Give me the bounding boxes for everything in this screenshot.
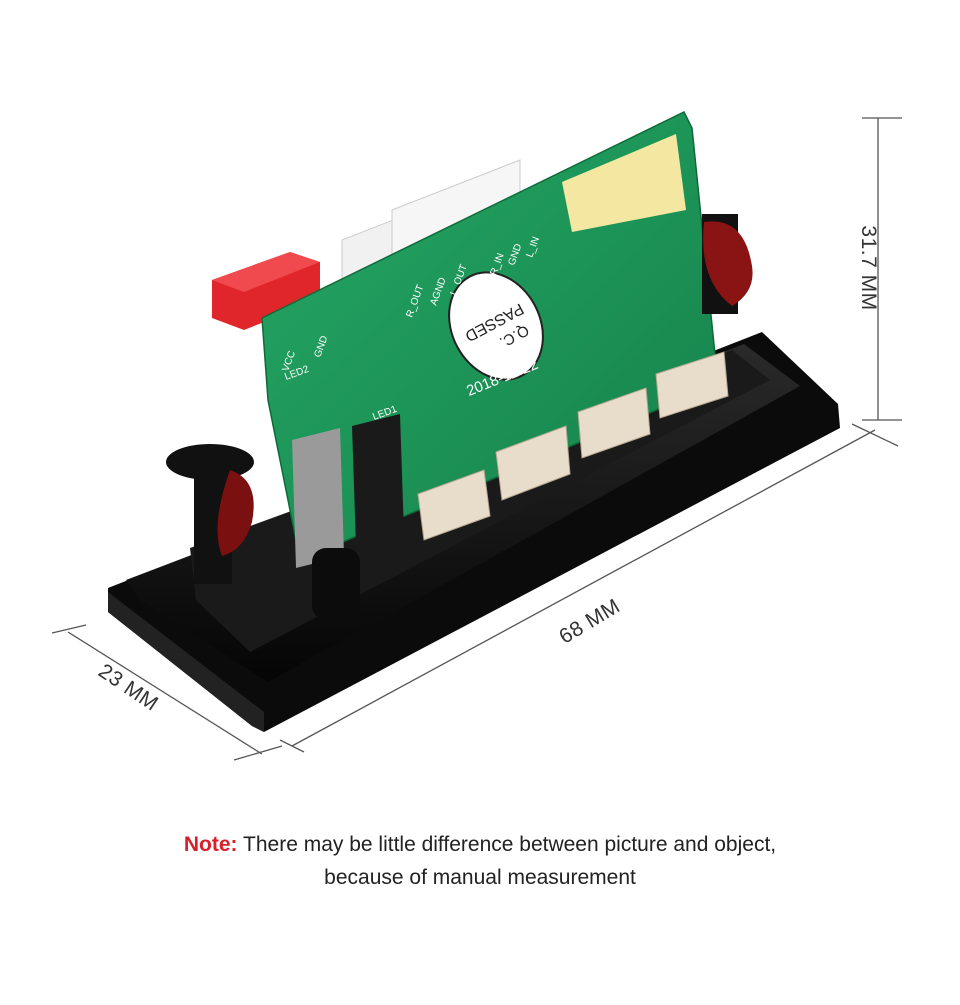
note-line-2: because of manual measurement (324, 866, 636, 889)
mounting-posts (166, 214, 753, 584)
note-text: Note: There may be little difference bet… (0, 828, 960, 894)
note-line1-text: There may be little difference between p… (237, 833, 777, 856)
note-label: Note: (183, 833, 238, 856)
beige-connectors (417, 351, 729, 541)
note-line-1: Note: There may be little difference bet… (0, 828, 960, 861)
dimension-lines (51, 117, 902, 761)
usb-ir-parts (292, 414, 404, 620)
dimension-height-label: 31.7 MM (857, 225, 880, 311)
